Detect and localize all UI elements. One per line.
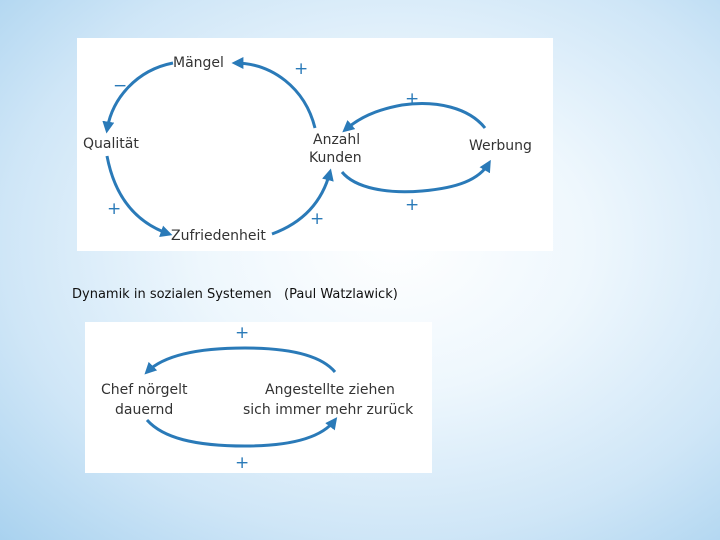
- node-anzahl-line2: Kunden: [309, 150, 362, 166]
- feedback-loop-diagram-top: Mängel Qualität Anzahl Kunden Werbung Zu…: [83, 55, 532, 244]
- node-qualitaet: Qualität: [83, 136, 139, 152]
- node-chef-line1: Chef nörgelt: [101, 382, 188, 398]
- arrow-maengel-to-qualitaet: [102, 61, 174, 134]
- node-angestellte-line2: sich immer mehr zurück: [243, 402, 414, 418]
- arrow-werbung-to-anzahl: [342, 102, 487, 133]
- sign-anzahl-to-maengel: +: [294, 59, 308, 79]
- sign-anzahl-to-werbung: +: [405, 195, 419, 215]
- feedback-loop-diagram-bottom: + + Chef nörgelt dauernd Angestellte zie…: [101, 323, 414, 473]
- sign-maengel-to-qualitaet: −: [113, 76, 127, 96]
- diagram-top-panel: Mängel Qualität Anzahl Kunden Werbung Zu…: [77, 38, 553, 251]
- sign-zufriedenheit-to-anzahl: +: [310, 209, 324, 229]
- sign-bottom: +: [235, 453, 249, 473]
- sign-werbung-to-anzahl: +: [405, 89, 419, 109]
- node-angestellte-line1: Angestellte ziehen: [265, 382, 395, 398]
- sign-top: +: [235, 323, 249, 343]
- sign-qualitaet-to-zufriedenheit: +: [107, 199, 121, 219]
- arrow-zufriedenheit-to-anzahl: [271, 168, 334, 236]
- node-anzahl-line1: Anzahl: [313, 132, 360, 148]
- diagram-bottom-panel: + + Chef nörgelt dauernd Angestellte zie…: [85, 322, 432, 473]
- node-chef-line2: dauernd: [115, 402, 173, 418]
- diagram-caption: Dynamik in sozialen Systemen (Paul Watzl…: [72, 287, 398, 302]
- node-zufriedenheit: Zufriedenheit: [171, 228, 266, 244]
- node-werbung: Werbung: [469, 138, 532, 154]
- node-maengel: Mängel: [173, 55, 224, 71]
- arrow-anzahl-to-maengel: [231, 57, 317, 129]
- arrow-qualitaet-to-zufriedenheit: [105, 155, 173, 237]
- arrow-angestellte-to-chef: [144, 346, 337, 375]
- arrow-anzahl-to-werbung: [340, 159, 491, 194]
- arrow-chef-to-angestellte: [145, 417, 338, 448]
